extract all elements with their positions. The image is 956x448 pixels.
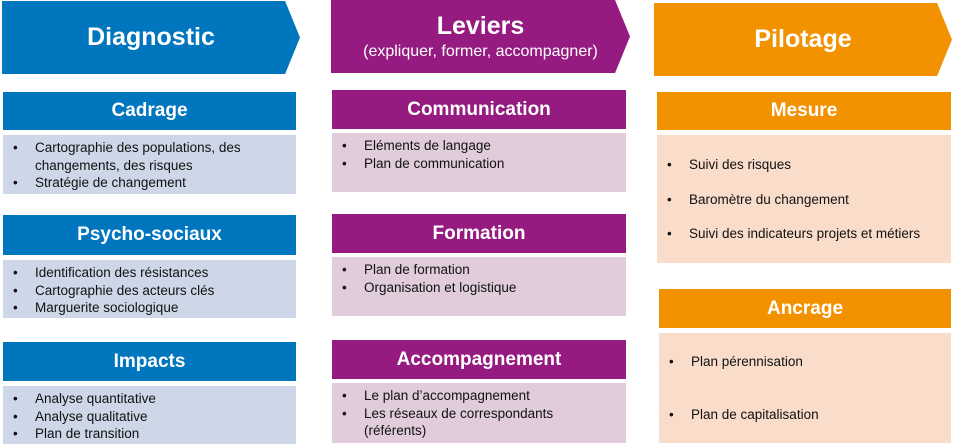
list-item: Marguerite sociologique bbox=[13, 299, 288, 317]
leviers-subtitle: (expliquer, former, accompagner) bbox=[363, 43, 598, 60]
pilotage-header: Pilotage bbox=[654, 3, 952, 76]
list-item: Plan de communication bbox=[342, 155, 618, 173]
cadrage-body: Cartographie des populations, des change… bbox=[3, 135, 296, 194]
list-item: Identification des résistances bbox=[13, 264, 288, 282]
communication-body: Eléments de langage Plan de communicatio… bbox=[332, 133, 626, 192]
cadrage-header: Cadrage bbox=[3, 92, 296, 130]
diagnostic-header: Diagnostic bbox=[2, 1, 300, 74]
list-item: Le plan d’accompagnement bbox=[342, 387, 618, 405]
psycho-sociaux-body: Identification des résistances Cartograp… bbox=[3, 260, 296, 318]
impacts-header: Impacts bbox=[3, 342, 296, 381]
leviers-header: Leviers (expliquer, former, accompagner) bbox=[331, 0, 630, 73]
ancrage-body: Plan pérennisation Plan de capitalisatio… bbox=[659, 333, 951, 443]
communication-header: Communication bbox=[332, 90, 626, 129]
pilotage-title: Pilotage bbox=[754, 25, 852, 53]
impacts-body: Analyse quantitative Analyse qualitative… bbox=[3, 386, 296, 444]
list-item: Organisation et logistique bbox=[342, 279, 618, 297]
accompagnement-header: Accompagnement bbox=[332, 340, 626, 379]
list-item: Baromètre du changement bbox=[667, 191, 943, 209]
mesure-body: Suivi des risques Baromètre du changemen… bbox=[657, 135, 951, 263]
formation-header: Formation bbox=[332, 214, 626, 253]
diagnostic-title: Diagnostic bbox=[87, 23, 215, 51]
leviers-title: Leviers bbox=[436, 12, 525, 40]
list-item: Eléments de langage bbox=[342, 137, 618, 155]
list-item: Suivi des indicateurs projets et métiers bbox=[667, 225, 943, 243]
list-item: Plan pérennisation bbox=[669, 353, 943, 371]
list-item: Analyse qualitative bbox=[13, 408, 288, 426]
list-item: Cartographie des acteurs clés bbox=[13, 282, 288, 300]
list-item: Plan de capitalisation bbox=[669, 406, 943, 424]
list-item: Analyse quantitative bbox=[13, 390, 288, 408]
list-item: Plan de formation bbox=[342, 261, 618, 279]
psycho-sociaux-header: Psycho-sociaux bbox=[3, 215, 296, 255]
formation-body: Plan de formation Organisation et logist… bbox=[332, 257, 626, 316]
list-item: Cartographie des populations, des change… bbox=[13, 139, 288, 174]
ancrage-header: Ancrage bbox=[659, 289, 951, 328]
list-item: Les réseaux de correspondants (référents… bbox=[342, 405, 618, 440]
mesure-header: Mesure bbox=[657, 92, 951, 130]
accompagnement-body: Le plan d’accompagnement Les réseaux de … bbox=[332, 383, 626, 443]
list-item: Stratégie de changement bbox=[13, 174, 288, 192]
list-item: Plan de transition bbox=[13, 425, 288, 443]
list-item: Suivi des risques bbox=[667, 156, 943, 174]
